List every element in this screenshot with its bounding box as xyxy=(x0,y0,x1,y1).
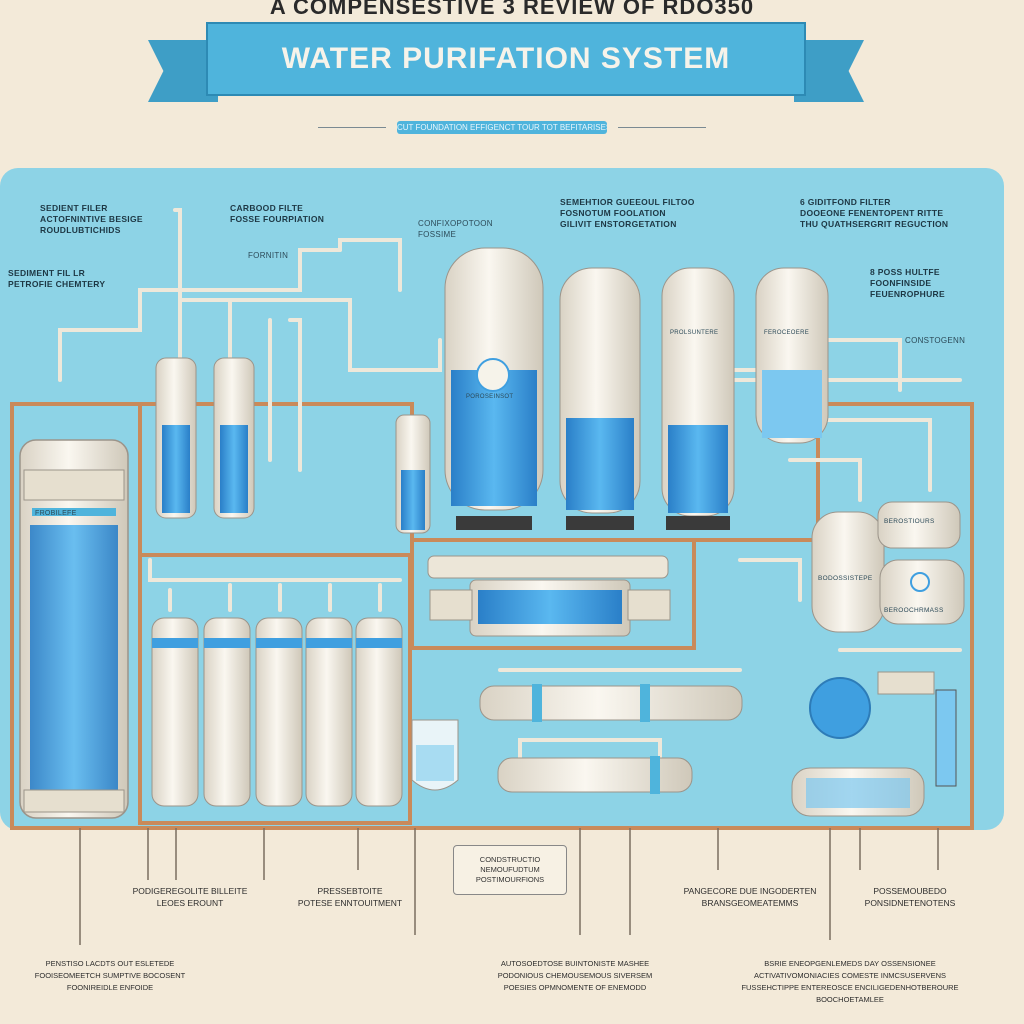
footer-text-1: PENSTISO LACDTS OUT ESLETEDE FOOISEOMEET… xyxy=(20,958,200,994)
label-line: THU QUATHSERGRIT REGUCTION xyxy=(800,219,949,229)
footer-line: ACTIVATIVOMONIACIES COMESTE INMCSUSERVEN… xyxy=(753,971,947,980)
footer-text-2: AUTOSOEDTOSE BUINTONISTE MASHEE PODONIOU… xyxy=(475,958,675,994)
footer-line: POESIES OPMNOMENTE OF ENEMODD xyxy=(503,983,647,992)
label-line: SEDIENT FILER xyxy=(40,203,108,213)
label-sediment-left: SEDIMENT FIL LR PETROFIE CHEMTERY xyxy=(8,268,138,290)
label-tank-1: FROBILEFE xyxy=(35,510,77,517)
label-line: CONFIXOPOTOON xyxy=(418,219,493,228)
label-carbon-filter: CARBOOD FILTE FOSSE FOURPIATION xyxy=(230,203,350,225)
footer-line: FOOISEOMEETCH SUMPTIVE BOCOSENT xyxy=(34,971,186,980)
label-line: GILIVIT ENSTORGETATION xyxy=(560,219,677,229)
ribbon-banner: WATER PURIFATION SYSTEM xyxy=(206,22,806,96)
label-line: FOSNOTUM FOOLATION xyxy=(560,208,666,218)
pipe-network xyxy=(58,208,962,792)
label-bottom-tank: BODOSSISTEPE xyxy=(818,575,873,582)
bottom-label-line: LEOES EROUNT xyxy=(156,898,224,908)
label-line: FOSSIME xyxy=(418,230,457,239)
ribbon-title: WATER PURIFATION SYSTEM xyxy=(281,42,731,75)
label-stage6: 6 GIDITFOND FILTER DOOEONE FENENTOPENT R… xyxy=(800,197,990,230)
membrane-housing xyxy=(427,555,671,637)
bottom-label-line: POTESE ENNTOUITMENT xyxy=(297,898,403,908)
bottom-label-line: PODIGEREGOLITE BILLEITE xyxy=(132,886,248,896)
label-small-tank: BEROSTIOURS xyxy=(884,518,935,525)
bottom-label-2: PRESSEBTOITE POTESE ENNTOUITMENT xyxy=(270,885,430,909)
label-line: FOSSE FOURPIATION xyxy=(230,214,325,224)
subtitle-rule-left xyxy=(318,127,386,128)
bottom-label-line: PANGECORE DUE INGODERTEN xyxy=(683,886,817,896)
label-tank-4: FEROCEOERE xyxy=(764,330,810,336)
bottom-label-3: PANGECORE DUE INGODERTEN BRANSGEOMEATEMM… xyxy=(660,885,840,909)
large-storage-tank xyxy=(19,439,129,819)
label-line: ACTOFNINTIVE BESIGE xyxy=(40,214,143,224)
top-title: A COMPENSESTIVE 3 REVIEW OF RDO350 xyxy=(269,0,755,19)
pressure-vessels xyxy=(444,247,829,530)
label-line: 6 GIDITFOND FILTER xyxy=(800,197,891,207)
footer-line: FUSSEHCTIPPE ENTEREOSCE ENCILIGEDENHOTBE… xyxy=(741,983,959,1004)
bottom-label-line: POSSEMOUBEDO xyxy=(873,886,947,896)
label-tank-3: PROLSUNTERE xyxy=(670,330,719,336)
leader-lines xyxy=(79,828,939,945)
horizontal-membranes xyxy=(411,684,743,794)
label-semipermeable: SEMEHTIOR GUEEOUL FILTOO FOSNOTUM FOOLAT… xyxy=(560,197,760,230)
label-right-tank: BEROOCHRMASS xyxy=(884,607,944,614)
right-components xyxy=(791,501,965,817)
label-line: SEDIMENT FIL LR xyxy=(8,268,86,278)
bottom-label-4: POSSEMOUBEDO PONSIDNETENOTENS xyxy=(840,885,980,909)
footer-line: PODONIOUS CHEMOUSEMOUS SIVERSEM xyxy=(497,971,653,980)
subtitle-bar: CUT FOUNDATION EFFIGENCT TOUR TOT BEFITA… xyxy=(397,121,607,134)
label-stage8: 8 POSS HULTFE FOONFINSIDE FEUENROPHURE xyxy=(870,267,1000,300)
label-line: ROUDLUBTICHIDS xyxy=(40,225,121,235)
label-top-center: CONFIXOPOTOON FOSSIME xyxy=(418,218,498,240)
footer-text-3: BSRIE ENEOPGENLEMEDS DAY OSSENSIONEE ACT… xyxy=(720,958,980,1006)
label-line: DOOEONE FENENTOPENT RITTE xyxy=(800,208,944,218)
bottom-label-line: PONSIDNETENOTENS xyxy=(864,898,956,908)
bottom-label-1: PODIGEREGOLITE BILLEITE LEOES EROUNT xyxy=(100,885,280,909)
label-line: 8 POSS HULTFE xyxy=(870,267,940,277)
callout-box: CONDSTRUCTIO NEMOUFUDTUM POSTIMOURFIONS xyxy=(453,845,567,895)
footer-line: AUTOSOEDTOSE BUINTONISTE MASHEE xyxy=(500,959,650,968)
cartridge-bank xyxy=(151,617,403,807)
pre-filter-cartridges xyxy=(155,357,431,534)
callout-line: POSTIMOURFIONS xyxy=(475,875,545,884)
label-sediment-filter: SEDIENT FILER ACTOFNINTIVE BESIGE ROUDLU… xyxy=(40,203,180,236)
subtitle-rule-right xyxy=(618,127,706,128)
footer-line: FOONIREIDLE ENFOIDE xyxy=(66,983,154,992)
label-line: FEUENROPHURE xyxy=(870,289,945,299)
bottom-label-line: PRESSEBTOITE xyxy=(317,886,383,896)
callout-line: CONDSTRUCTIO xyxy=(479,855,541,864)
label-line: CARBOOD FILTE xyxy=(230,203,304,213)
label-line: FOONFINSIDE xyxy=(870,278,932,288)
label-right-small: CONSTOGENN xyxy=(905,336,966,345)
footer-line: BSRIE ENEOPGENLEMEDS DAY OSSENSIONEE xyxy=(764,959,936,968)
label-carbon-sub: FORNITIN xyxy=(248,251,289,260)
callout-line: NEMOUFUDTUM xyxy=(480,865,540,874)
label-line: SEMEHTIOR GUEEOUL FILTOO xyxy=(560,197,695,207)
footer-line: PENSTISO LACDTS OUT ESLETEDE xyxy=(45,959,175,968)
label-line: PETROFIE CHEMTERY xyxy=(8,279,106,289)
bottom-label-line: BRANSGEOMEATEMMS xyxy=(701,898,799,908)
title-ribbon: WATER PURIFATION SYSTEM xyxy=(148,22,864,114)
label-tank-2: POROSEINSOT xyxy=(466,394,514,400)
